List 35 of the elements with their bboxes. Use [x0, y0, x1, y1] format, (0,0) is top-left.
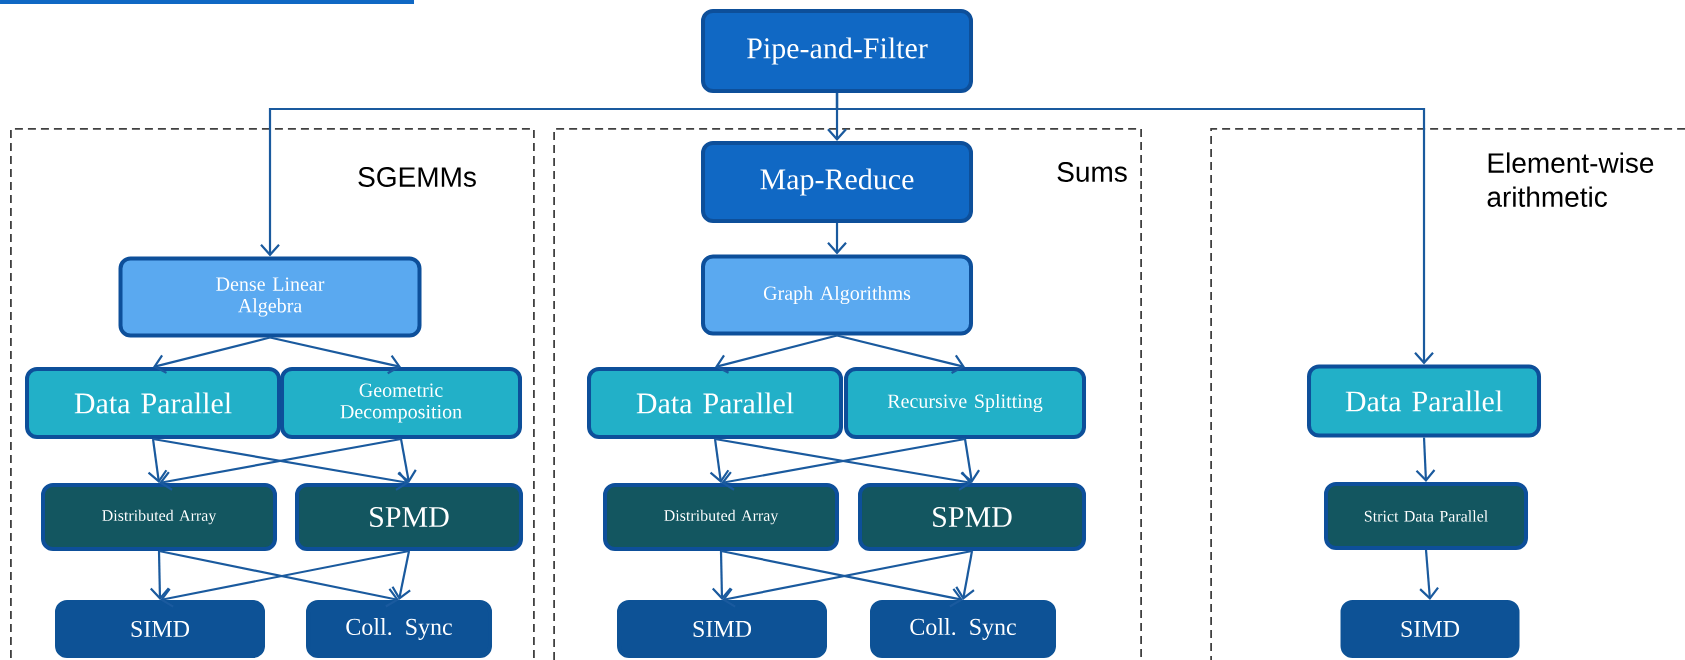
arrow: [960, 438, 980, 483]
pattern-box: Graph Algorithms: [701, 254, 973, 336]
arrow: [1415, 437, 1436, 482]
arrow: [153, 336, 271, 374]
arrow: [836, 334, 965, 374]
pattern-box: Recursive Splitting: [844, 367, 1086, 439]
pattern-box: Pipe-and-Filter: [701, 9, 973, 93]
pattern-box: Geometric Decomposition: [280, 367, 522, 439]
pattern-box: SIMD: [617, 600, 827, 658]
pattern-box: SPMD: [295, 483, 523, 551]
arrow: [955, 550, 975, 600]
arrow: [147, 438, 168, 483]
arrow: [149, 550, 170, 600]
arrow: [709, 438, 730, 483]
arrow: [269, 336, 401, 375]
pattern-box: Distributed Array: [603, 483, 839, 551]
arrow: [1419, 549, 1439, 600]
pattern-box: Data Parallel: [587, 367, 843, 439]
pattern-box: Strict Data Parallel: [1324, 482, 1528, 550]
arrow: [835, 93, 1434, 365]
pattern-box: SPMD: [858, 483, 1086, 551]
arrow: [715, 334, 838, 374]
pattern-box: Distributed Array: [41, 483, 277, 551]
pattern-box: Map-Reduce: [701, 141, 973, 223]
arrow: [391, 550, 411, 600]
pattern-box: Data Parallel: [25, 367, 281, 439]
pattern-box: Coll. Sync: [870, 600, 1056, 658]
pattern-box: SIMD: [55, 600, 265, 658]
arrow: [827, 223, 847, 255]
pattern-box: SIMD: [1340, 600, 1520, 658]
pattern-box: Dense Linear Algebra: [118, 256, 422, 338]
arrow: [711, 550, 732, 600]
pattern-box: Data Parallel: [1307, 364, 1541, 438]
arrow: [397, 438, 417, 483]
pattern-box: Coll. Sync: [306, 600, 492, 658]
